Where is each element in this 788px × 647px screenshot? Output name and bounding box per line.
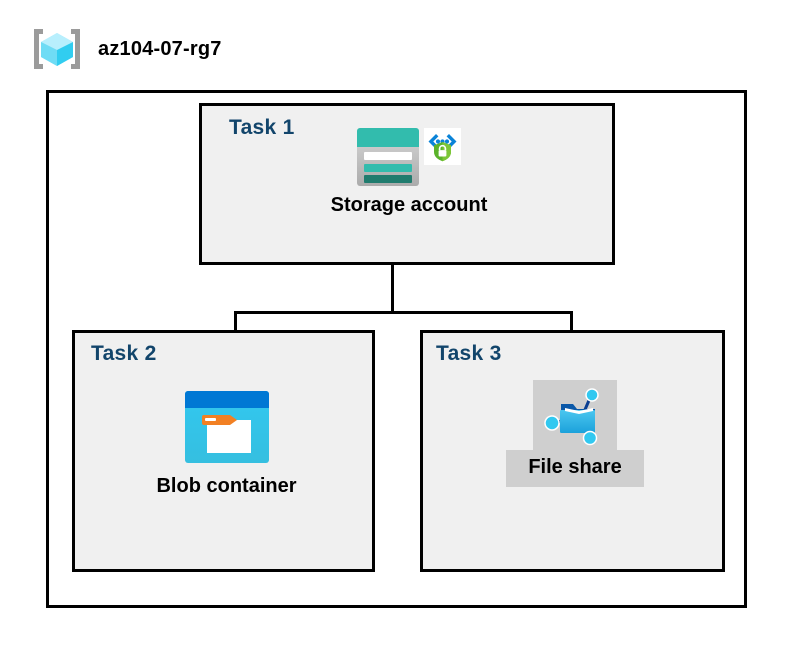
- blob-container-node[interactable]: Blob container: [149, 391, 304, 498]
- task-1-box: Task 1: [199, 103, 615, 265]
- resource-group-cube-icon: [30, 26, 84, 72]
- file-share-icon-highlight: [533, 380, 617, 450]
- resource-group-name: az104-07-rg7: [98, 37, 222, 60]
- task-2-box: Task 2 Blob container: [72, 330, 375, 572]
- blob-container-caption: Blob container: [156, 475, 297, 497]
- task-2-label: Task 2: [91, 342, 157, 365]
- file-share-caption: File share: [506, 450, 644, 487]
- blob-container-icon: [184, 391, 269, 463]
- connector-task1-stem: [391, 265, 394, 314]
- storage-account-icon: [357, 128, 419, 186]
- storage-account-caption: Storage account: [330, 194, 488, 216]
- task-3-box: Task 3: [420, 330, 725, 572]
- task-1-label: Task 1: [229, 116, 295, 139]
- connector-horizontal-bus: [234, 311, 573, 314]
- resource-group-header: az104-07-rg7: [30, 26, 222, 72]
- storage-account-node[interactable]: Storage account: [331, 128, 487, 217]
- task-3-label: Task 3: [436, 342, 502, 365]
- storage-account-icon-row: [357, 128, 461, 186]
- file-share-node[interactable]: File share: [506, 380, 644, 487]
- secure-endpoint-shield-icon: [424, 128, 461, 165]
- file-share-icon: [543, 386, 607, 446]
